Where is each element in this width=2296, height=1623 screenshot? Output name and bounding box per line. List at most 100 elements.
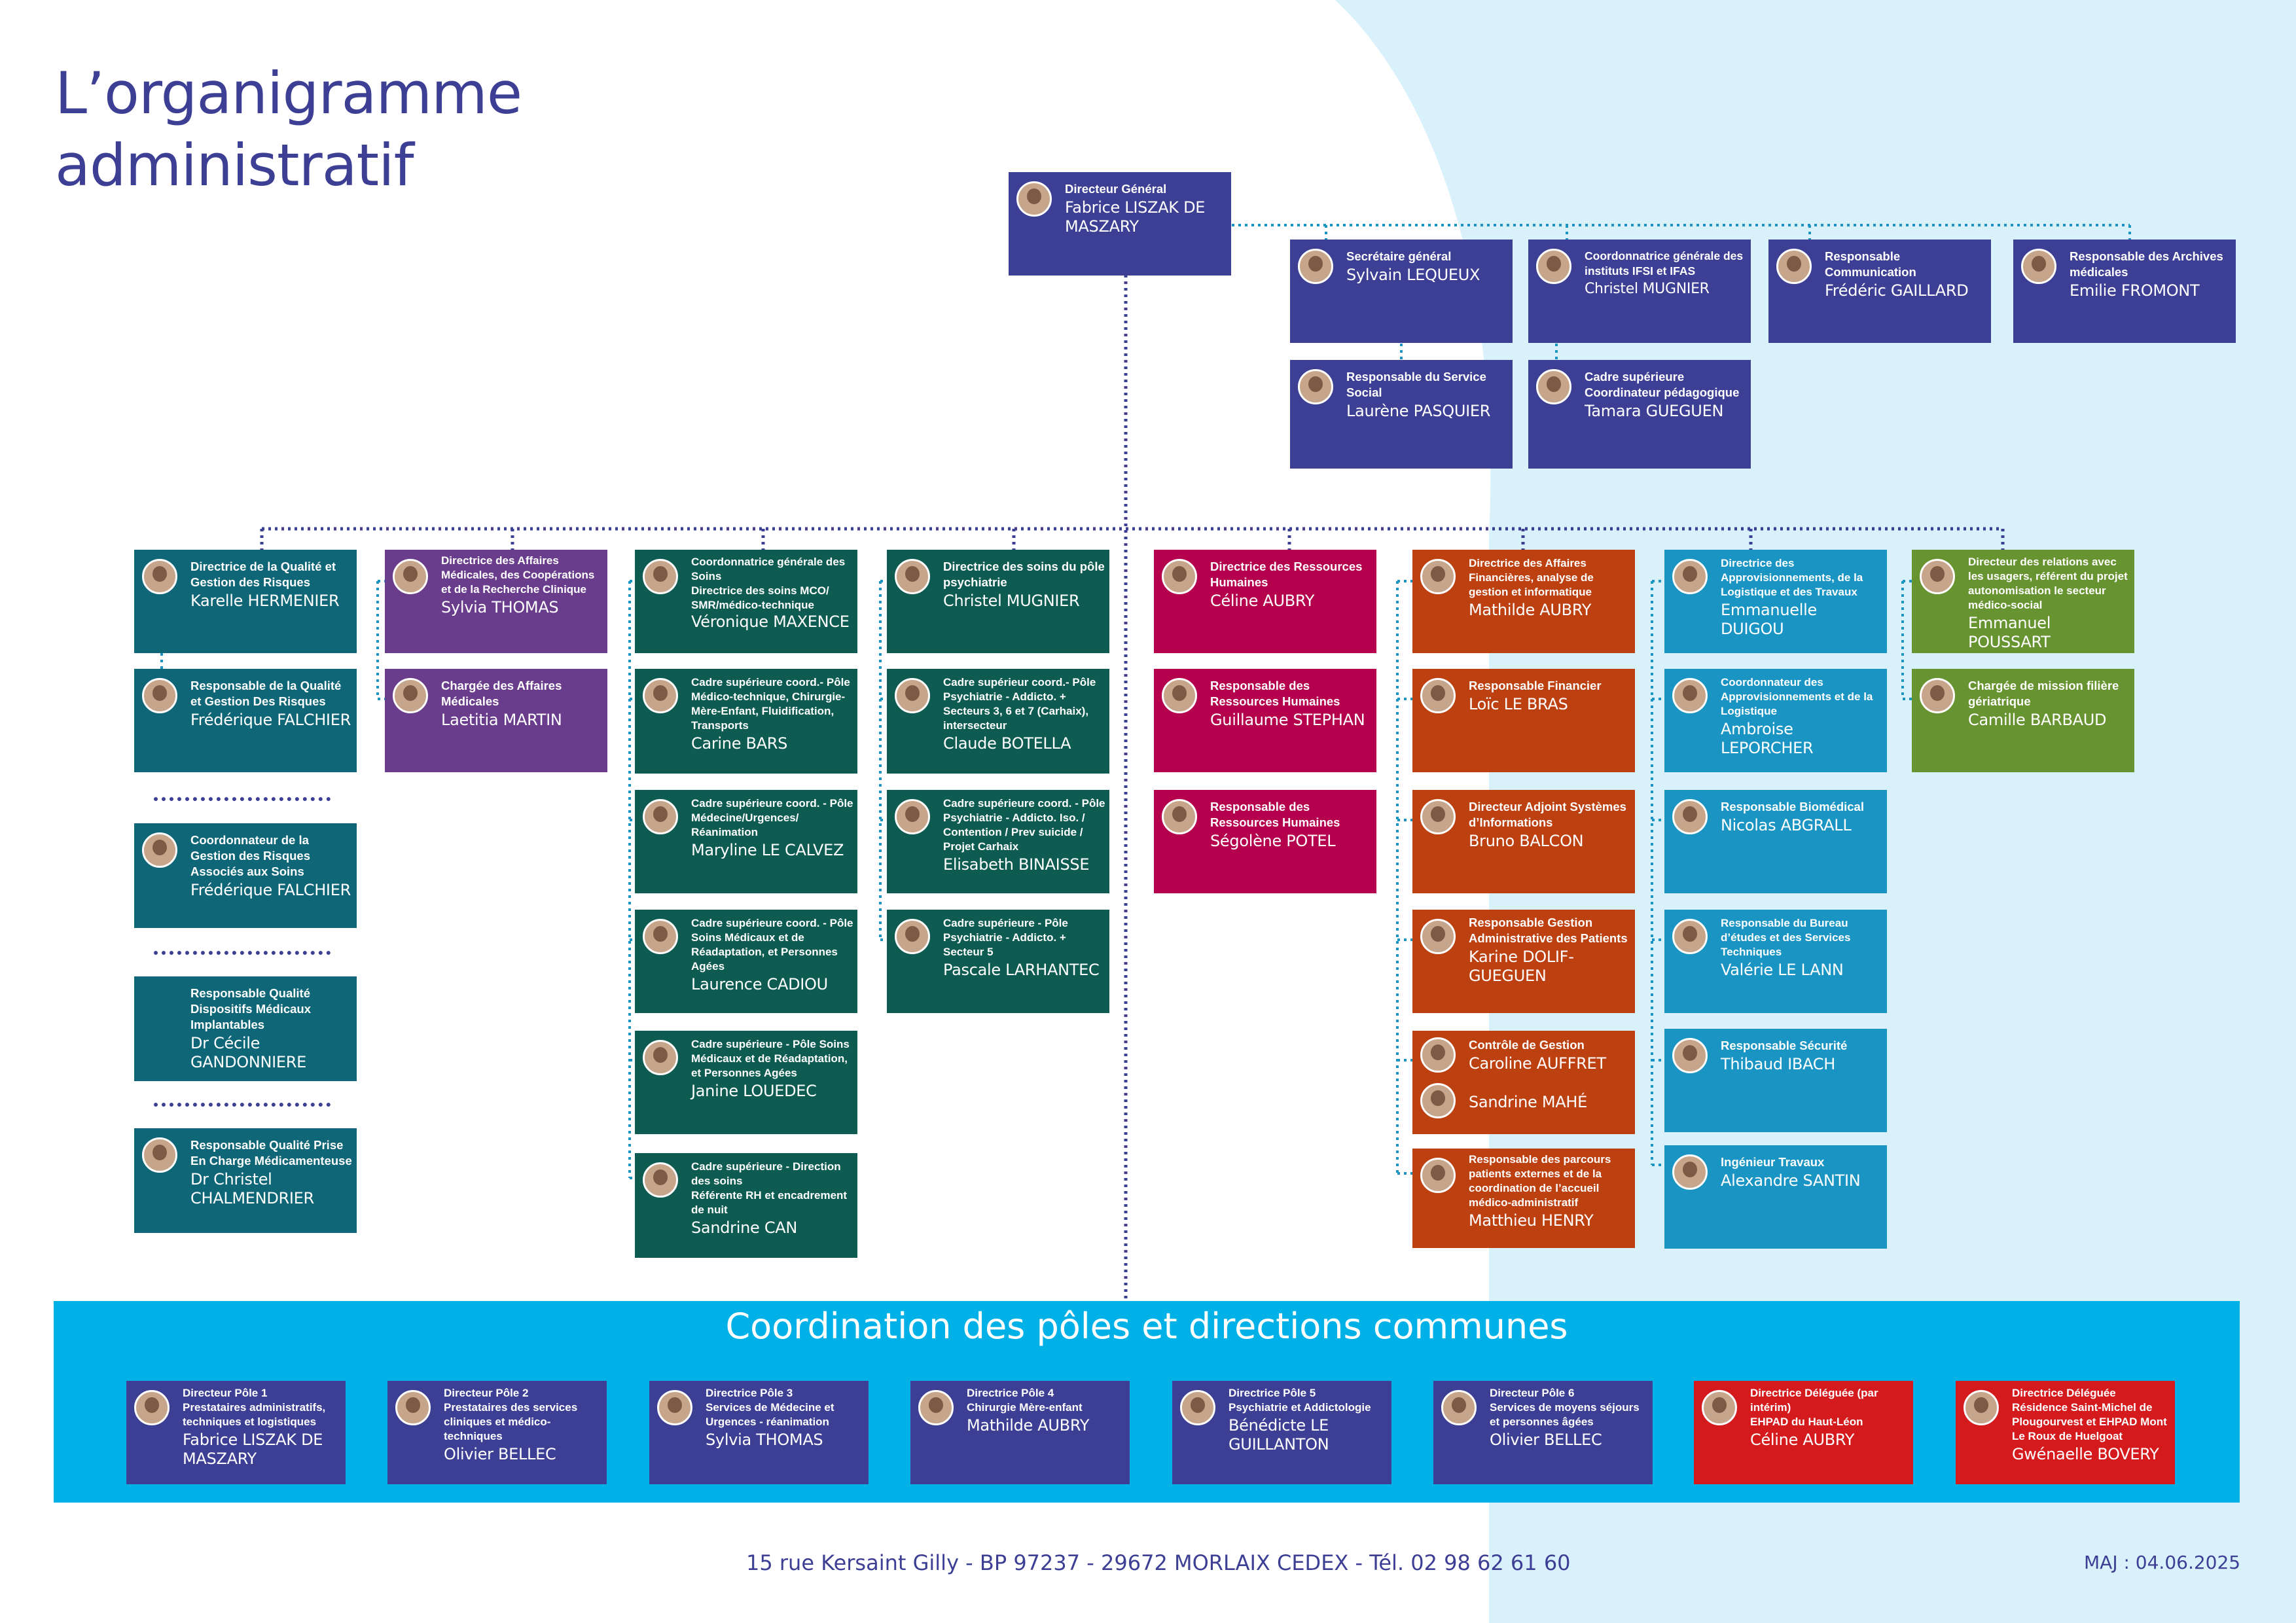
box-cadre-psy-iso[interactable]: Cadre supérieure coord. - Pôle Psychiatr… — [887, 790, 1109, 893]
role-label: Responsable des parcours patients extern… — [1469, 1153, 1611, 1209]
avatar — [1702, 1390, 1737, 1425]
name-label: Claude BOTELLA — [943, 734, 1071, 753]
avatar — [1964, 1390, 1999, 1425]
box-responsable-qualite[interactable]: Responsable de la Qualité et Gestion Des… — [134, 669, 357, 772]
role-label: Directrice des Approvisionnements, de la… — [1721, 557, 1863, 598]
avatar — [142, 1137, 177, 1173]
name-label: Véronique MAXENCE — [691, 613, 850, 631]
name-label: Laetitia MARTIN — [441, 711, 562, 729]
name-label: Céline AUBRY — [1210, 592, 1315, 610]
role-label: Cadre supérieure coord. - Pôle Psychiatr… — [943, 797, 1105, 853]
avatar — [895, 919, 930, 954]
box-directrice-soins-psychiatrie[interactable]: Directrice des soins du pôle psychiatrie… — [887, 550, 1109, 653]
role-label: Directrice des Affaires Financières, ana… — [1469, 557, 1594, 598]
box-cadre-psy-secteur5[interactable]: Cadre supérieure - Pôle Psychiatrie - Ad… — [887, 910, 1109, 1013]
box-directrice-deleguee-haut-leon[interactable]: Directrice Déléguée (par intérim)EHPAD d… — [1694, 1381, 1913, 1484]
name-label: Alexandre SANTIN — [1721, 1171, 1861, 1190]
name-label: Bénédicte LE GUILLANTON — [1229, 1416, 1329, 1454]
role-label: Contrôle de Gestion — [1469, 1038, 1585, 1052]
role-label: Directrice des Affaires Médicales, des C… — [441, 554, 595, 596]
box-parcours-patients[interactable]: Responsable des parcours patients extern… — [1412, 1149, 1635, 1248]
name-label: Mathilde AUBRY — [967, 1416, 1090, 1435]
avatar — [1420, 919, 1456, 954]
box-cadre-smr-coord[interactable]: Cadre supérieure coord. - Pôle Soins Méd… — [635, 910, 857, 1013]
role-label-2: EHPAD du Haut-Léon — [1750, 1416, 1863, 1428]
name-label: Sylvain LEQUEUX — [1346, 266, 1480, 284]
box-directrice-deleguee-saint-michel[interactable]: Directrice Déléguée Résidence Saint-Mich… — [1956, 1381, 2175, 1484]
name-label: Frédérique FALCHIER — [190, 881, 351, 899]
name-label: Ségolène POTEL — [1210, 832, 1336, 850]
avatar — [393, 678, 428, 713]
name-label: Olivier BELLEC — [1490, 1431, 1602, 1449]
role-label: Responsable Biomédical — [1721, 800, 1864, 813]
box-directrice-qualite[interactable]: Directrice de la Qualité et Gestion des … — [134, 550, 357, 653]
box-directrice-approvisionnements[interactable]: Directrice des Approvisionnements, de la… — [1664, 550, 1887, 653]
box-directrice-affaires-medicales[interactable]: Directrice des Affaires Médicales, des C… — [385, 550, 607, 653]
name-label: Karine DOLIF-GUEGUEN — [1469, 948, 1574, 985]
avatar — [895, 559, 930, 594]
box-cadre-medecine-urgences[interactable]: Cadre supérieure coord. - Pôle Médecine/… — [635, 790, 857, 893]
box-bureau-etudes[interactable]: Responsable du Bureau d’études et des Se… — [1664, 910, 1887, 1013]
name-label: Emilie FROMONT — [2070, 281, 2200, 300]
role-label: Directeur Adjoint Systèmes d’Information… — [1469, 800, 1626, 829]
name-label: Sylvia THOMAS — [706, 1431, 823, 1449]
role-label: Coordonnateur des Approvisionnements et … — [1721, 676, 1873, 717]
avatar — [1776, 249, 1812, 284]
page-title: L’organigramme administratif — [55, 58, 522, 202]
box-cadre-psy-secteurs[interactable]: Cadre supérieur coord.- Pôle Psychiatrie… — [887, 669, 1109, 774]
box-directeur-relations-usagers[interactable]: Directeur des relations avec les usagers… — [1912, 550, 2134, 653]
name-label: Christel MUGNIER — [943, 592, 1080, 610]
avatar — [1420, 678, 1456, 713]
role-label: Cadre supérieure coord. - Pôle Médecine/… — [691, 797, 853, 838]
role-label: Directeur des relations avec les usagers… — [1968, 556, 2128, 611]
role-label-2: Prestataires administratifs, techniques … — [183, 1401, 326, 1428]
avatar — [1672, 1038, 1708, 1073]
box-cadre-medico-technique[interactable]: Cadre supérieure coord.- Pôle Médico-tec… — [635, 669, 857, 774]
box-directrice-affaires-financieres[interactable]: Directrice des Affaires Financières, ana… — [1412, 550, 1635, 653]
box-coordonnatrice-ifsi[interactable]: Coordonnatrice générale des instituts IF… — [1528, 240, 1751, 343]
box-coordonnateur-approvisionnements[interactable]: Coordonnateur des Approvisionnements et … — [1664, 669, 1887, 772]
role-label: Directeur Pôle 6 — [1490, 1387, 1575, 1399]
box-qualite-dmi[interactable]: Responsable Qualité Dispositifs Médicaux… — [134, 976, 357, 1081]
box-coordinateur-pedagogique[interactable]: Cadre supérieure Coordinateur pédagogiqu… — [1528, 360, 1751, 469]
box-coordonnateur-risques[interactable]: Coordonnateur de la Gestion des Risques … — [134, 823, 357, 928]
role-label: Responsable Sécurité — [1721, 1039, 1848, 1052]
role-label: Directeur Pôle 2 — [444, 1387, 529, 1399]
name-label: Fabrice LISZAK DE MASZARY — [1065, 198, 1206, 236]
box-gestion-patients[interactable]: Responsable Gestion Administrative des P… — [1412, 910, 1635, 1013]
avatar — [643, 678, 678, 713]
role-label: Responsable des Ressources Humaines — [1210, 800, 1340, 829]
title-line-1: L’organigramme — [55, 60, 522, 127]
box-qualite-medicamenteuse[interactable]: Responsable Qualité Prise En Charge Médi… — [134, 1128, 357, 1233]
avatar — [1420, 1083, 1456, 1118]
role-label: Directrice Déléguée Résidence Saint-Mich… — [2012, 1387, 2167, 1442]
role-label-2: Services de Médecine et Urgences - réani… — [706, 1401, 834, 1428]
box-systemes-information[interactable]: Directeur Adjoint Systèmes d’Information… — [1412, 790, 1635, 893]
box-cadre-smr[interactable]: Cadre supérieure - Pôle Soins Médicaux e… — [635, 1031, 857, 1134]
name-label: Thibaud IBACH — [1721, 1055, 1835, 1073]
avatar — [142, 678, 177, 713]
